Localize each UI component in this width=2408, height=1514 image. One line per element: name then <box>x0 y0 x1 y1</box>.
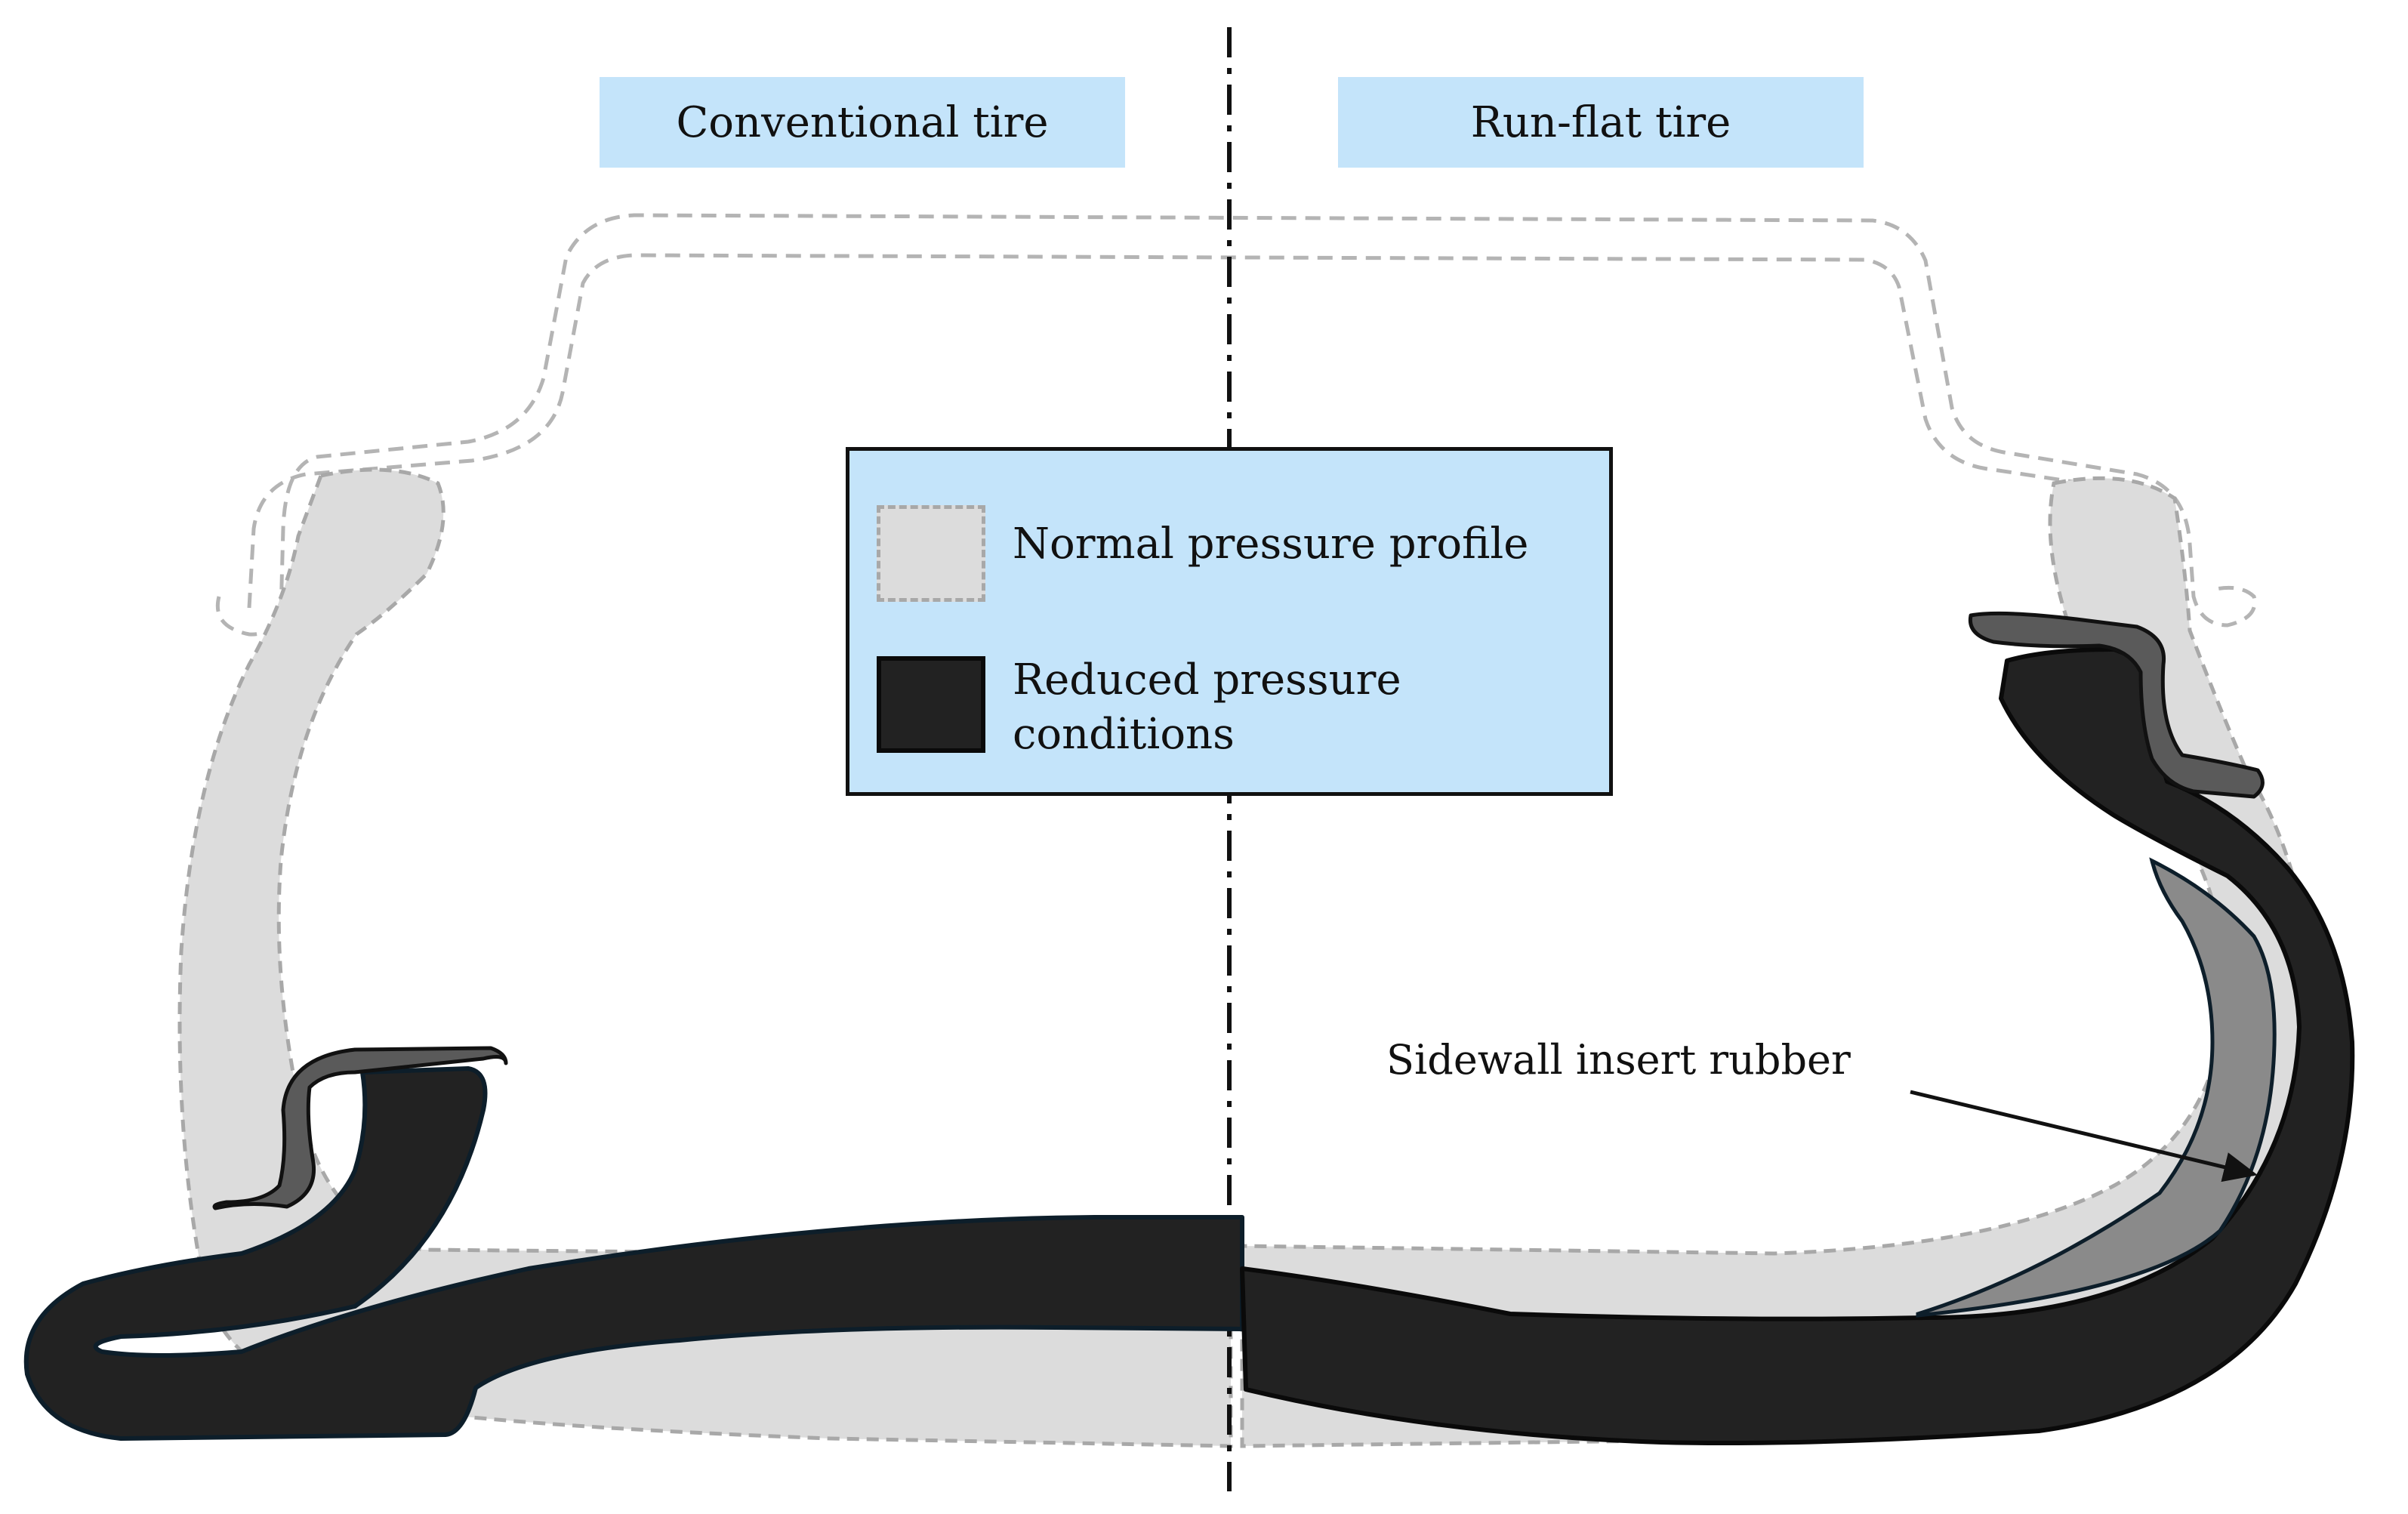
rim-outline-outer <box>215 213 2257 637</box>
sidewall-insert-label: Sidewall insert rubber <box>1386 1036 1851 1084</box>
annotation-arrow <box>1910 1090 2258 1183</box>
conventional-tire-title-text: Conventional tire <box>676 97 1049 147</box>
reduced-pressure-label: Reduced pressure conditions <box>1013 655 1401 759</box>
runflat-tire-title-text: Run-flat tire <box>1470 97 1731 147</box>
rim-outline-inner <box>247 253 2177 609</box>
normal-pressure-label: Normal pressure profile <box>1013 520 1529 569</box>
rim-flange-runflat <box>1968 611 2265 799</box>
legend-box: Normal pressure profile Reduced pressure… <box>846 447 1613 796</box>
rim-flange-conventional <box>212 1046 508 1210</box>
reduced-pressure-swatch <box>877 656 985 753</box>
normal-pressure-swatch <box>877 505 985 602</box>
reduced-profile-conventional <box>23 1066 1244 1441</box>
conventional-tire-title: Conventional tire <box>600 77 1125 168</box>
sidewall-insert-rubber <box>1916 857 2277 1318</box>
runflat-tire-title: Run-flat tire <box>1338 77 1864 168</box>
reduced-profile-runflat <box>1240 647 2355 1445</box>
